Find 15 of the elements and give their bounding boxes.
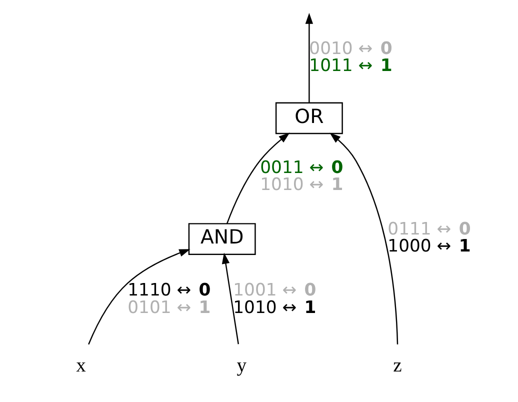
arrow	[304, 12, 313, 103]
edge-label: 1001 ↔ 0 1010 ↔ 1	[232, 280, 316, 318]
node-text: y	[236, 355, 246, 376]
arrow	[329, 132, 398, 344]
node-box: AND	[188, 223, 256, 255]
edge-label: 0011 ↔ 0 1010 ↔ 1	[260, 158, 343, 196]
arrow	[221, 252, 238, 344]
node-text: z	[392, 355, 402, 376]
arrow	[88, 249, 190, 345]
arrow	[226, 132, 290, 224]
node-text: x	[76, 355, 86, 376]
node-box: OR	[274, 102, 342, 134]
edge-label: 1110 ↔ 0 0101 ↔ 1	[127, 280, 210, 318]
edge-label: 0111 ↔ 0 1000 ↔ 1	[387, 219, 470, 257]
edge-label: 0010 ↔ 0 1011 ↔ 1	[308, 39, 392, 76]
